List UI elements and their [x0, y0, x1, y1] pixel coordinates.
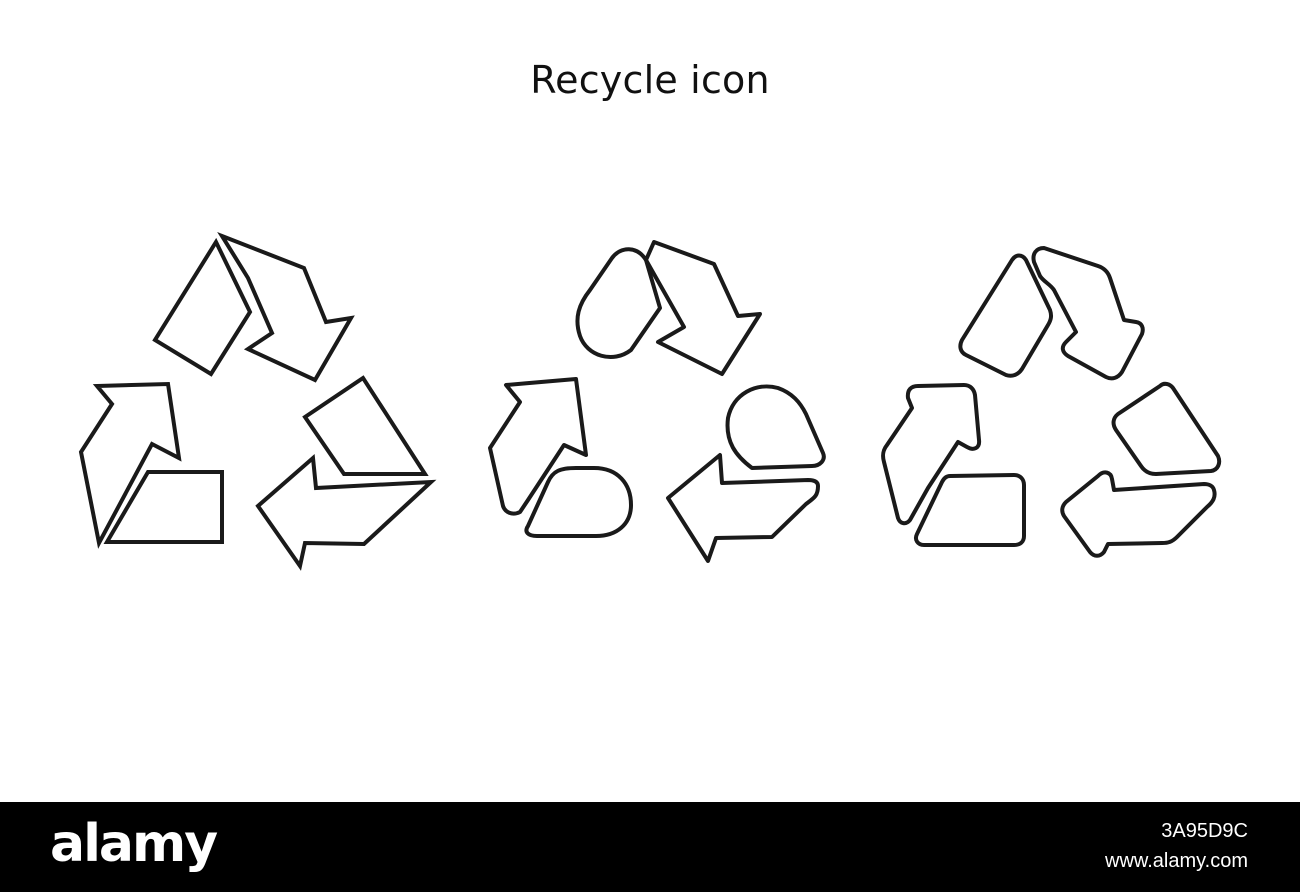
recycle-icon-soft-right-arrow	[1060, 470, 1217, 558]
recycle-icon-soft-top-block	[958, 253, 1054, 378]
recycle-icon-rounded-right-drop	[725, 384, 826, 470]
recycle-icon-sharp	[78, 231, 437, 571]
recycle-icon-soft-left-block	[913, 473, 1026, 547]
brand-logo: alamy	[50, 814, 218, 874]
recycle-icon-rounded	[488, 240, 826, 563]
footer-bar: alamy 3A95D9C www.alamy.com	[0, 802, 1300, 892]
recycle-icon-soft-top-arrow	[1031, 246, 1145, 381]
recycle-icon-sharp-left-arrow	[78, 381, 182, 549]
recycle-icon-soft	[881, 246, 1222, 558]
icons-canvas	[78, 231, 1222, 571]
recycle-icon-rounded-top-arrow	[644, 240, 762, 376]
image-id-label: 3A95D9C	[1161, 820, 1248, 842]
recycle-icon-sharp-right-block	[302, 375, 429, 476]
recycle-icon-sharp-top-arrow	[217, 231, 355, 383]
site-url-label: www.alamy.com	[1105, 850, 1248, 872]
recycle-icon-rounded-left-arrow	[488, 377, 588, 516]
recycle-icon-rounded-right-arrow	[666, 453, 820, 563]
recycle-icon-sharp-right-arrow	[255, 453, 437, 571]
recycle-icon-rounded-left-drop	[524, 466, 633, 538]
recycle-icon-sharp-left-block	[103, 470, 224, 544]
icons-row	[78, 231, 1222, 571]
page-title: Recycle icon	[530, 58, 770, 102]
recycle-icon-rounded-top-drop	[575, 247, 662, 360]
recycle-icon-soft-right-block	[1111, 381, 1222, 476]
recycle-icon-soft-left-arrow	[881, 383, 982, 526]
recycle-icon-sharp-top-block	[152, 237, 253, 377]
